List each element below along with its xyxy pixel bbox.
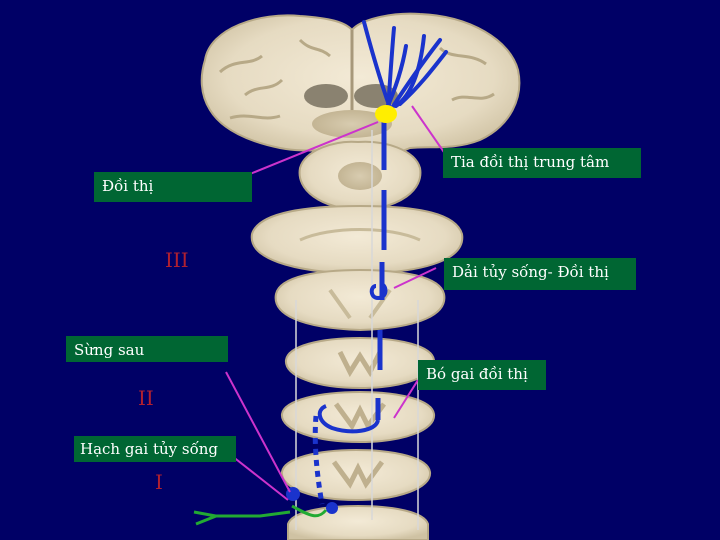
order-label-first: I [155,470,163,494]
label-dorsal-root-ganglion: Hạch gai tủy sống [74,436,236,462]
label-spinothalamic-lemniscus: Dải tủy sống- Đồi thị [444,258,636,290]
first-order-neuron [193,504,328,526]
midbrain-section [298,140,422,212]
cerebrum-section [200,12,521,156]
dorsal-horn-cell-body [326,502,338,514]
third-order-projection [362,20,448,112]
pons-section [250,204,464,276]
lemniscus-loop [369,282,388,301]
label-central-thalamic-radiation: Tia đồi thị trung tâm [443,148,641,178]
label-spinothalamic-tract: Bó gai đồi thị [418,360,546,390]
spinal-cord-sections [280,336,436,540]
thalamic-cell-body [375,105,397,123]
label-dorsal-horn: Sừng sau [66,336,228,362]
order-label-second: II [138,386,154,410]
second-order-crossing [312,404,380,505]
order-label-third: III [165,248,189,272]
medulla-section [274,268,446,332]
ascending-tract [375,118,387,420]
label-pointers [225,105,449,501]
label-thalamus: Đồi thị [94,172,252,202]
